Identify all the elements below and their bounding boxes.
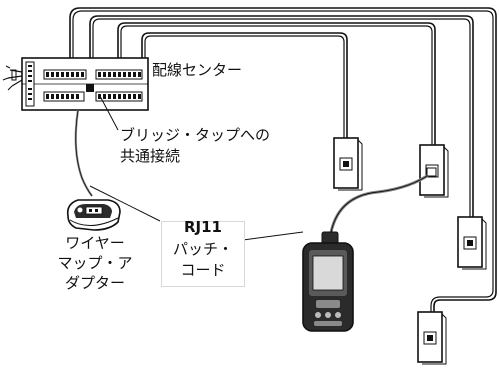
rj11-leader-right [242,231,304,241]
wall-jack-4 [417,311,447,365]
rj11-label: RJ11 [183,218,222,236]
bridge-tap-label-line1: ブリッジ・タップへの [120,126,271,144]
rj11-leader-left [89,185,161,222]
cable-runs [69,7,497,312]
patch-cord-label-line1: パッチ・ [172,240,233,258]
wall-jack-1 [333,137,363,191]
wiremap-adapter-label-line3: ダプター [64,274,125,292]
patch-cord-callout [161,221,245,287]
bridge-tap-leader [99,95,119,131]
patch-cord-label-line2: コード [180,261,226,279]
wiremap-adapter-icon [66,199,121,231]
wiring-center-panel-icon [2,57,149,111]
bridge-tap-label-line2: 共通接続 [120,147,181,165]
wall-jack-3 [457,216,487,270]
cable-to-jack-4 [69,7,497,312]
cable-to-jack-1 [141,32,348,138]
cable-to-jack-2 [117,22,436,145]
wiremap-adapter-label-line2: マップ・ア [57,254,133,272]
wiremap-adapter-label-line1: ワイヤー [65,234,125,252]
handheld-tester-icon [302,231,354,332]
cable-to-jack-3 [89,15,474,217]
wiring-center-label: 配線センター [152,61,243,79]
